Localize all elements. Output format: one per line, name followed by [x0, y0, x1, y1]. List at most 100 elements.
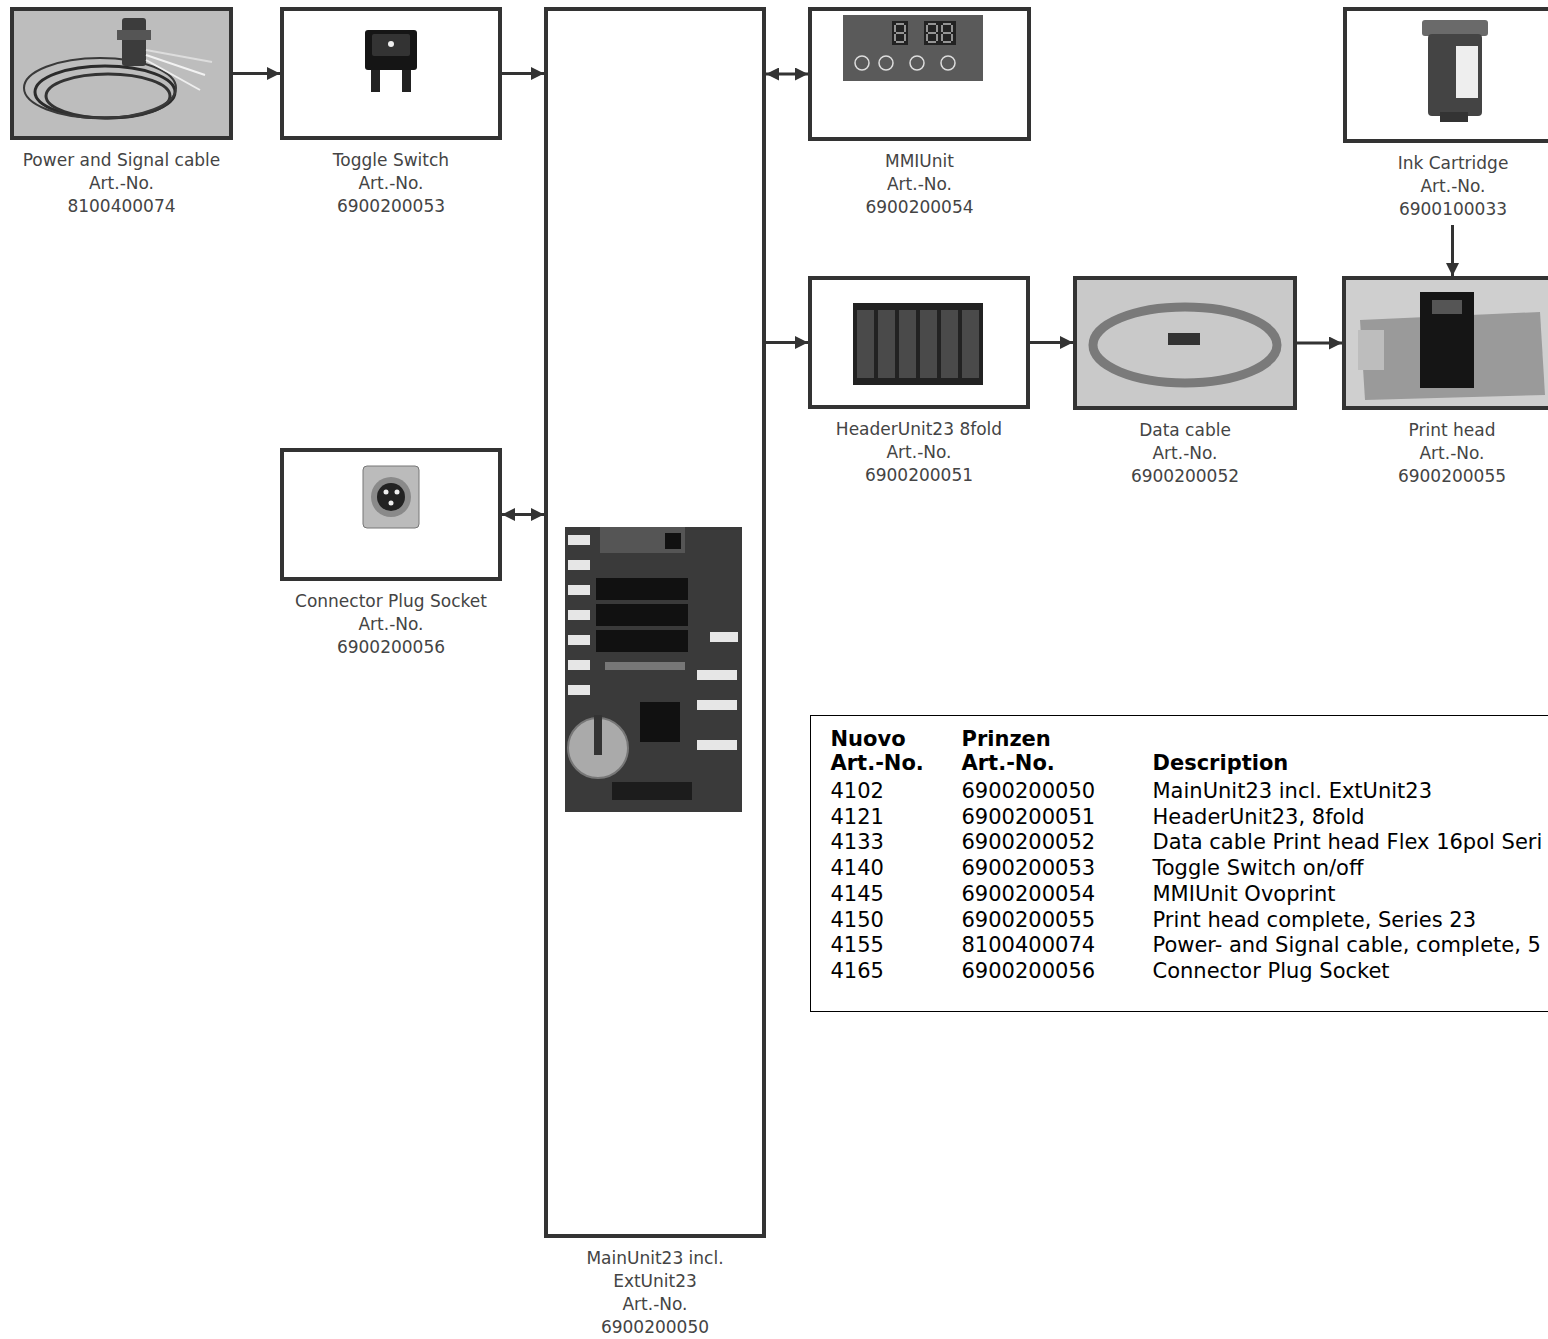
- print-head-photo: [1432, 300, 1462, 314]
- pcb-photo: [568, 660, 590, 670]
- ink-cartridge-photo: [1456, 46, 1478, 98]
- article-label: Art.-No.: [0, 172, 273, 195]
- table-cell: Print head complete, Series 23: [1153, 908, 1477, 933]
- article-number: 6900200054: [768, 196, 1071, 219]
- table-cell: 6900200053: [962, 856, 1096, 881]
- part-box: HeaderUnit23 8foldArt.-No.6900200051: [808, 276, 1030, 487]
- table-cell: 8100400074: [962, 933, 1096, 958]
- table-cell: 4133: [831, 830, 884, 855]
- article-label: Art.-No.: [240, 613, 542, 636]
- header-unit-photo: [857, 310, 874, 378]
- part-frame: [544, 7, 766, 1238]
- data-cable-photo: [1093, 307, 1277, 383]
- mmi-panel-photo: [927, 24, 937, 42]
- part-caption: MMIUnitArt.-No.6900200054: [768, 150, 1071, 219]
- article-number: 6900100033: [1303, 198, 1548, 221]
- article-number: 6900200053: [240, 195, 542, 218]
- pcb-photo: [596, 578, 688, 600]
- ink-cartridge-photo: [1440, 112, 1468, 122]
- part-name: Toggle Switch: [240, 149, 542, 172]
- part-name: Power and Signal cable: [0, 149, 273, 172]
- part-name: Print head: [1302, 419, 1548, 442]
- socket-photo: [363, 466, 419, 528]
- header-unit-photo: [853, 303, 983, 385]
- article-number: 8100400074: [0, 195, 273, 218]
- table-cell: 6900200056: [962, 959, 1096, 984]
- table-cell: 6900200051: [962, 805, 1096, 830]
- mmi-panel-photo: [942, 24, 952, 42]
- part-frame: [280, 7, 502, 140]
- connector-arrow: [233, 72, 280, 75]
- table-header: Description: [1153, 751, 1289, 776]
- part-name: Connector Plug Socket: [240, 590, 542, 613]
- pcb-photo: [697, 670, 737, 680]
- cable-photo: [146, 50, 212, 62]
- part-caption: MainUnit23 incl. ExtUnit23Art.-No.690020…: [504, 1247, 806, 1339]
- part-frame: [808, 7, 1031, 141]
- pcb-photo: [612, 782, 692, 800]
- socket-photo: [371, 477, 411, 517]
- article-label: Art.-No.: [504, 1293, 806, 1316]
- part-box: Data cableArt.-No.6900200052: [1073, 276, 1297, 488]
- toggle-switch-photo: [365, 30, 417, 92]
- data-cable-photo: [1077, 280, 1293, 406]
- cable-photo: [122, 18, 146, 66]
- connector-arrow: [766, 341, 808, 344]
- table-frame: NuovoPrinzenArt.-No.Art.-No.Description4…: [810, 715, 1548, 1012]
- mmi-panel-photo: [924, 21, 956, 45]
- header-unit-photo: [899, 310, 916, 378]
- mmi-panel-photo: [843, 15, 983, 81]
- header-unit-photo: [941, 310, 958, 378]
- pcb-photo: [568, 610, 590, 620]
- header-unit-photo: [878, 310, 895, 378]
- print-head-photo: [1358, 330, 1384, 370]
- cable-photo: [14, 11, 229, 136]
- header-unit-photo: [962, 310, 979, 378]
- ink-cartridge-photo: [1428, 34, 1482, 116]
- connector-arrow: [502, 513, 544, 516]
- pcb-photo: [697, 740, 737, 750]
- mmi-panel-photo: [892, 21, 908, 45]
- toggle-switch-photo: [388, 41, 394, 47]
- article-label: Art.-No.: [1302, 442, 1548, 465]
- socket-photo: [395, 490, 400, 495]
- connector-arrow: [1451, 225, 1454, 276]
- pcb-photo: [594, 715, 602, 755]
- table-cell: HeaderUnit23, 8fold: [1153, 805, 1365, 830]
- part-name: MainUnit23 incl. ExtUnit23: [569, 1247, 741, 1293]
- article-number: 6900200055: [1302, 465, 1548, 488]
- pcb-photo: [697, 700, 737, 710]
- pcb-photo: [605, 662, 685, 670]
- socket-photo: [384, 490, 389, 495]
- print-head-photo: [1346, 280, 1548, 406]
- table-cell: MainUnit23 incl. ExtUnit23: [1153, 779, 1433, 804]
- table-cell: 6900200050: [962, 779, 1096, 804]
- pcb-photo: [710, 632, 738, 642]
- part-box: MMIUnitArt.-No.6900200054: [808, 7, 1031, 219]
- table-header: Art.-No.: [962, 751, 1055, 776]
- part-caption: Print headArt.-No.6900200055: [1302, 419, 1548, 488]
- table-header: Art.-No.: [831, 751, 924, 776]
- pcb-photo: [665, 533, 681, 549]
- article-label: Art.-No.: [240, 172, 542, 195]
- part-caption: Connector Plug SocketArt.-No.6900200056: [240, 590, 542, 659]
- pcb-photo: [568, 635, 590, 645]
- mmi-panel-photo: [910, 56, 924, 70]
- mmi-panel-photo: [895, 24, 905, 42]
- article-number: 6900200050: [504, 1316, 806, 1339]
- part-frame: [808, 276, 1030, 409]
- header-unit-photo: [853, 303, 983, 385]
- mmi-panel-photo: [941, 56, 955, 70]
- toggle-switch-photo: [371, 70, 380, 92]
- cable-photo: [117, 30, 151, 40]
- pcb-photo: [565, 527, 742, 812]
- part-name: Ink Cartridge: [1303, 152, 1548, 175]
- parts-table: NuovoPrinzenArt.-No.Art.-No.Description4…: [810, 715, 1548, 1012]
- pcb-photo: [565, 527, 742, 812]
- table-cell: MMIUnit Ovoprint: [1153, 882, 1336, 907]
- toggle-switch-photo: [372, 34, 410, 56]
- table-cell: 4150: [831, 908, 884, 933]
- connector-arrow: [766, 73, 808, 76]
